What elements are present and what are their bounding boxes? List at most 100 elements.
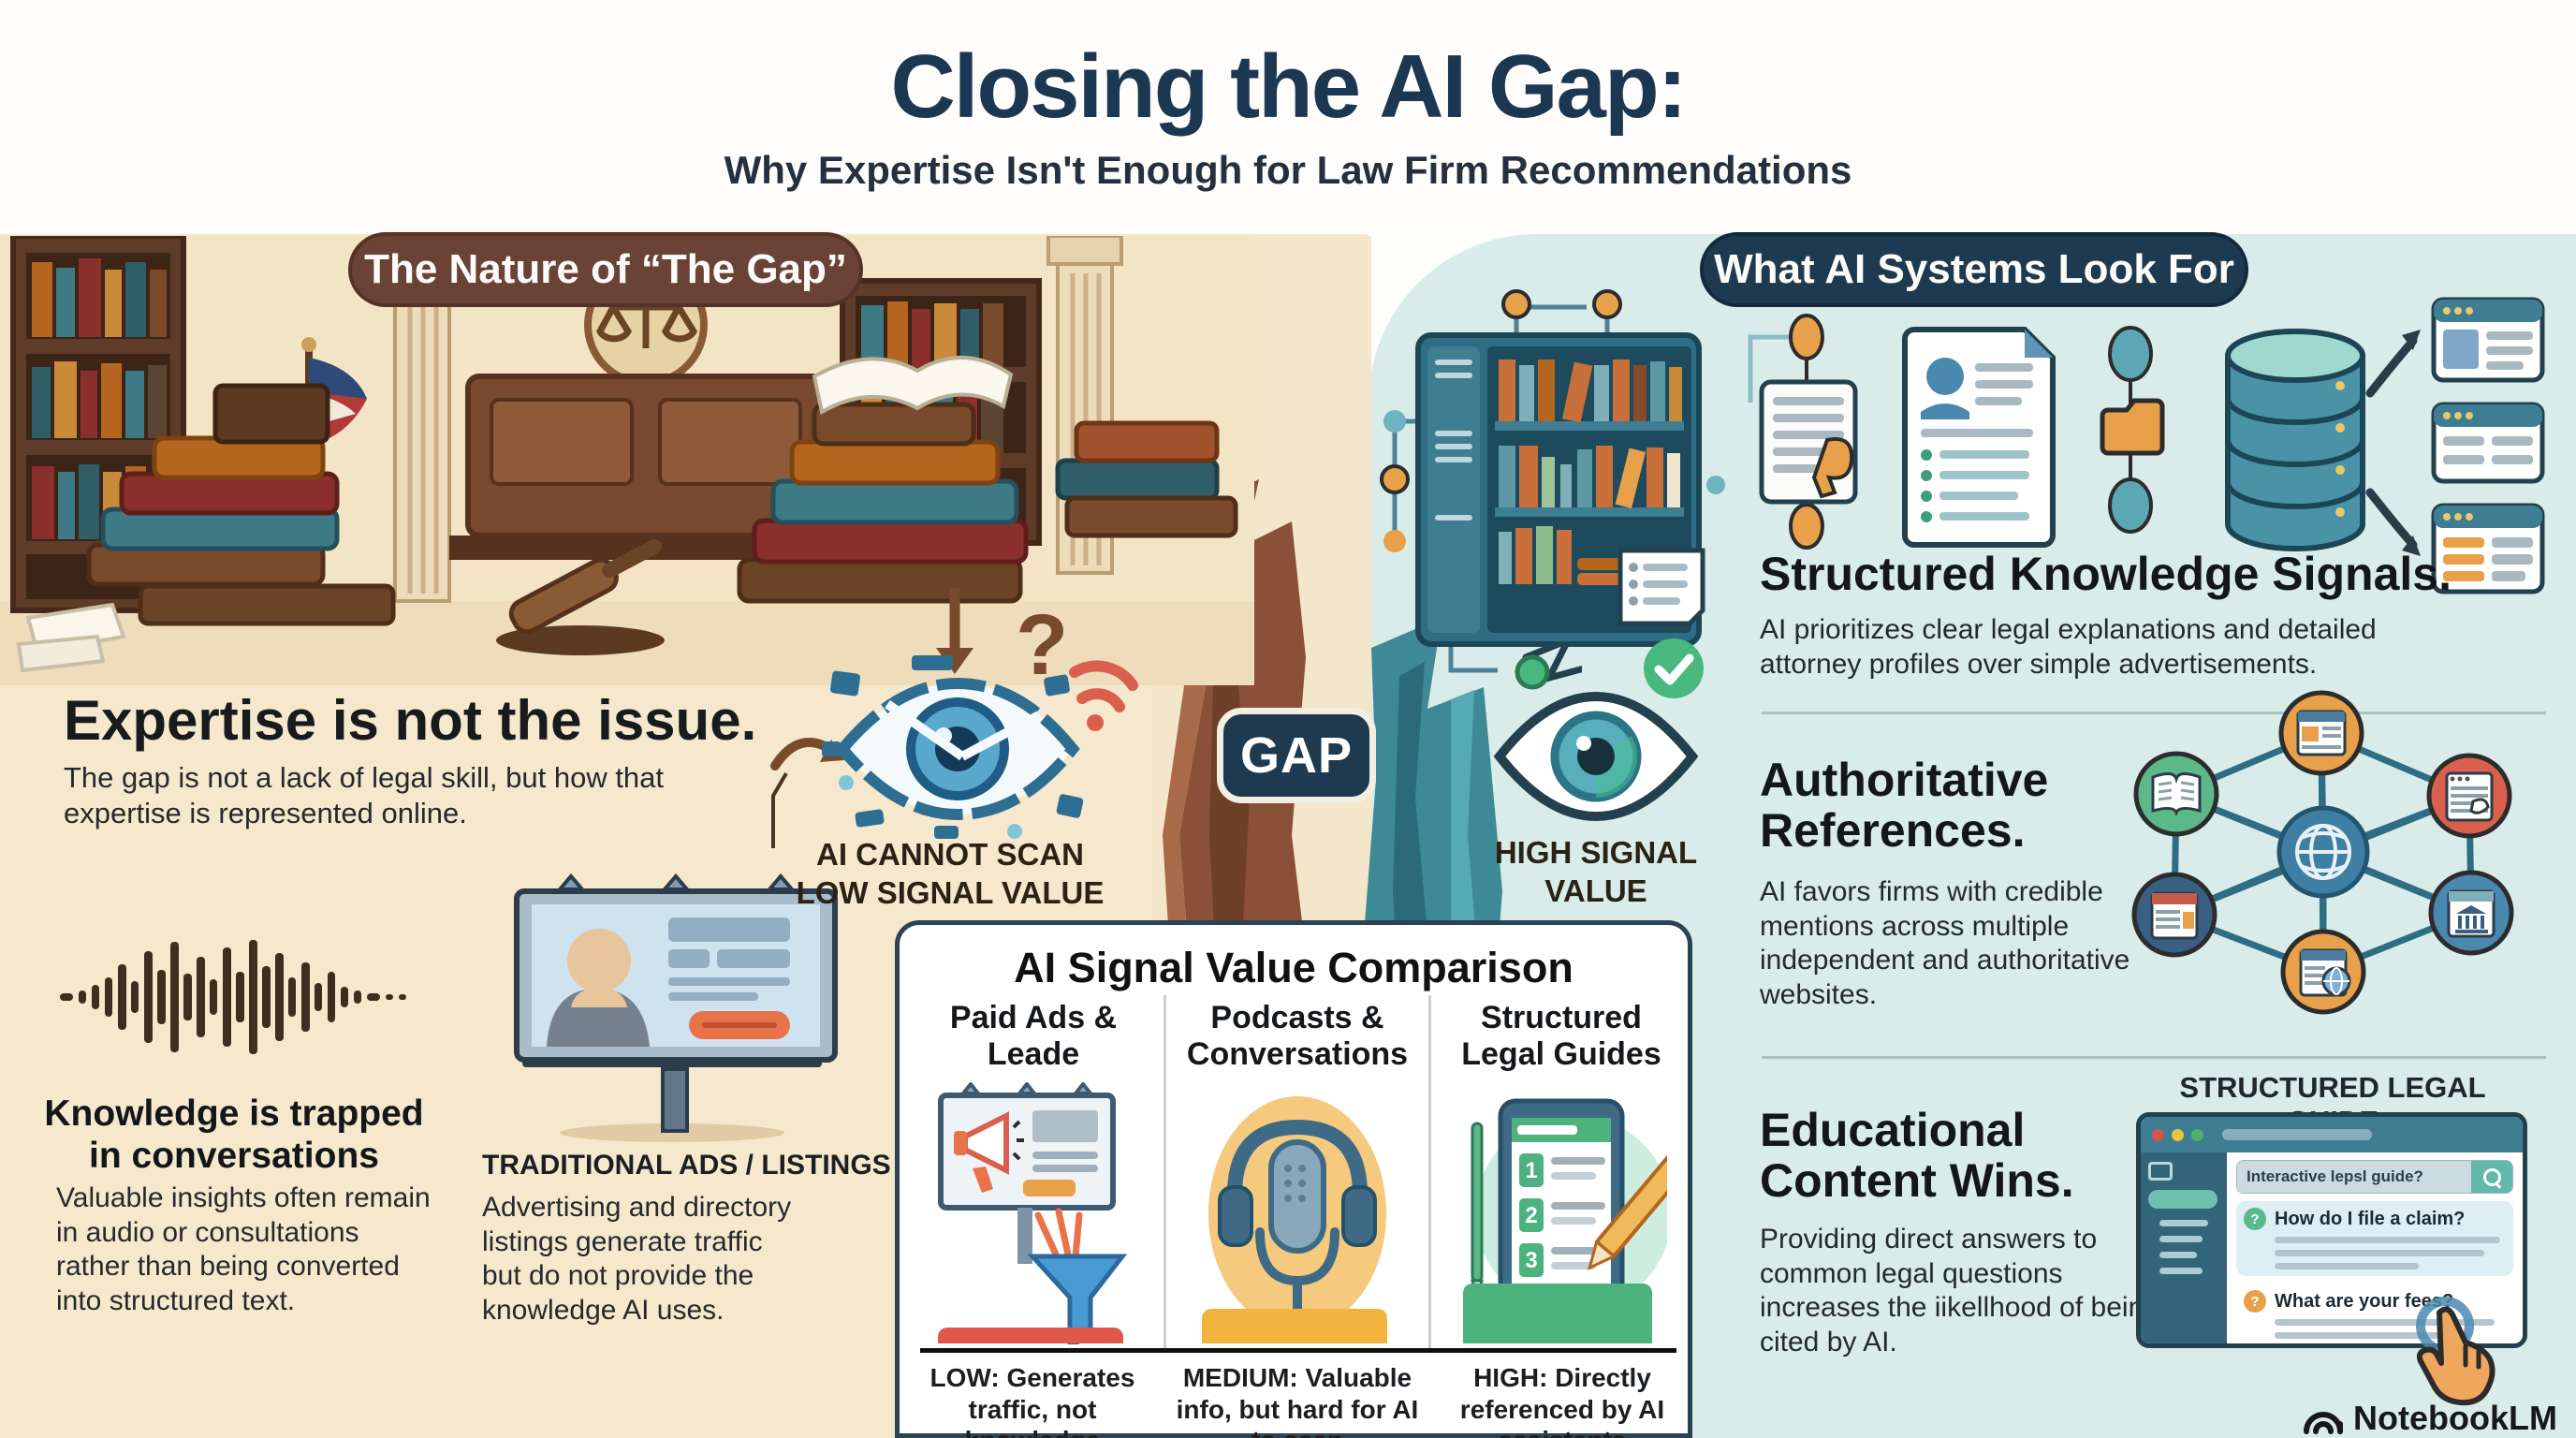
bar-label-medium: MEDIUM: Valuable info, but hard for AI t… bbox=[1176, 1363, 1419, 1438]
network-node-book bbox=[2133, 751, 2219, 837]
cannot-scan-line2: LOW SIGNAL VALUE bbox=[796, 875, 1105, 911]
browser-titlebar bbox=[2141, 1117, 2523, 1152]
knowledge-body: Valuable insights often remain in audio … bbox=[56, 1182, 431, 1316]
answer-line bbox=[2275, 1319, 2496, 1326]
network-node-webglobe bbox=[2280, 929, 2366, 1015]
note-popup-icon bbox=[1617, 548, 1705, 626]
column-divider bbox=[1164, 995, 1166, 1349]
soundwave-icon bbox=[60, 940, 406, 1054]
answer-line bbox=[2275, 1332, 2469, 1339]
book-stack-left bbox=[16, 383, 396, 673]
column-divider bbox=[1428, 995, 1431, 1349]
billboard-illustration bbox=[514, 873, 838, 1142]
comparison-title: AI Signal Value Comparison bbox=[1014, 944, 1573, 991]
legal-guide-tablet-icon: 1 2 3 bbox=[1471, 1098, 1667, 1319]
signals-body: AI prioritizes clear legal explanations … bbox=[1760, 614, 2377, 680]
column-header-guides: Structured Legal Guides bbox=[1461, 1000, 1661, 1073]
sidebar-line bbox=[2159, 1252, 2197, 1258]
network-node-institution bbox=[2428, 870, 2514, 956]
answer-line bbox=[2275, 1237, 2500, 1243]
gavel-icon bbox=[496, 538, 665, 655]
sidebar-line bbox=[2159, 1268, 2203, 1274]
paid-ads-icon bbox=[938, 1082, 1128, 1344]
knowledge-flow-illustration bbox=[1748, 297, 2545, 594]
sidebar-line bbox=[2159, 1220, 2208, 1226]
network-node-webpage bbox=[2278, 690, 2364, 776]
answer-line bbox=[2275, 1263, 2419, 1269]
ads-heading: TRADITIONAL ADS / LISTINGS bbox=[482, 1150, 891, 1181]
high-signal-caption: HIGH SIGNAL VALUE bbox=[1479, 833, 1713, 911]
podcast-mic-icon bbox=[1208, 1096, 1386, 1330]
cannot-scan-caption: AI CANNOT SCAN LOW SIGNAL VALUE bbox=[768, 835, 1133, 913]
left-badge-label: The Nature of “The Gap” bbox=[364, 246, 847, 292]
notebooklm-logo-icon bbox=[2304, 1412, 2344, 1434]
traffic-dot-red bbox=[2152, 1128, 2164, 1141]
magnifier-icon bbox=[2482, 1167, 2501, 1186]
bar-low bbox=[938, 1328, 1123, 1343]
digital-bookshelf-illustration bbox=[1380, 289, 1725, 690]
attorney-profile-icon bbox=[1902, 327, 2056, 548]
top-band bbox=[0, 0, 2576, 236]
gap-sign: GAP bbox=[1217, 708, 1376, 803]
sidebar-line bbox=[2159, 1236, 2203, 1242]
guide-search-text: Interactive lepsl guide? bbox=[2237, 1161, 2471, 1193]
expertise-heading: Expertise is not the issue. bbox=[64, 689, 757, 752]
notebooklm-brand: NotebookLM bbox=[2265, 1399, 2557, 1438]
ai-broken-eye-icon bbox=[822, 655, 1084, 839]
flow-nodes-icon bbox=[2100, 326, 2165, 534]
bar-baseline bbox=[920, 1348, 1676, 1353]
high-signal-line1: HIGH SIGNAL bbox=[1494, 835, 1698, 870]
svg-text:3: 3 bbox=[1525, 1248, 1537, 1273]
question-circle-icon: ? bbox=[2244, 1290, 2266, 1313]
guide-search-button bbox=[2471, 1161, 2512, 1193]
signal-wifi-icon bbox=[1069, 660, 1138, 731]
page-title: Closing the AI Gap: bbox=[890, 37, 1687, 137]
cannot-scan-line1: AI CANNOT SCAN bbox=[816, 837, 1084, 872]
references-body: AI favors firms with credible mentions a… bbox=[1760, 876, 2130, 1010]
chat-icon bbox=[2148, 1162, 2173, 1181]
book-stack-right bbox=[737, 355, 1238, 604]
bar-label-high: HIGH: Directly referenced by AI assistan… bbox=[1459, 1363, 1665, 1438]
database-icon bbox=[2225, 329, 2365, 551]
network-node-news bbox=[2131, 872, 2217, 958]
ai-healthy-eye-icon bbox=[1493, 691, 1699, 822]
educational-heading: Educational Content Wins. bbox=[1760, 1104, 2074, 1207]
browser-content: Interactive lepsl guide? ? How do I file… bbox=[2227, 1152, 2523, 1343]
right-badge-label: What AI Systems Look For bbox=[1714, 246, 2234, 292]
bar-high bbox=[1463, 1284, 1652, 1343]
notebooklm-brand-label: NotebookLM bbox=[2353, 1399, 2557, 1437]
question-circle-icon: ? bbox=[2244, 1208, 2266, 1230]
traffic-dot-green bbox=[2191, 1128, 2203, 1141]
column-header-podcasts: Podcasts & Conversations bbox=[1186, 1000, 1409, 1073]
guide-search-bar: Interactive lepsl guide? bbox=[2236, 1160, 2513, 1194]
document-cursor-icon bbox=[1759, 379, 1858, 505]
answer-line bbox=[2275, 1250, 2484, 1256]
funnel-icon bbox=[1027, 1208, 1128, 1344]
bar-label-low: LOW: Generates traffic, not knowledge bbox=[929, 1363, 1135, 1438]
high-signal-line2: VALUE bbox=[1544, 873, 1647, 909]
browser-card-icon bbox=[2431, 297, 2545, 383]
page-subtitle: Why Expertise Isn't Enough for Law Firm … bbox=[724, 148, 1852, 192]
knowledge-heading: Knowledge is trapped in conversations bbox=[44, 1093, 424, 1176]
guide-question-block: ? What are your fees? bbox=[2236, 1284, 2513, 1343]
guide-question2: What are your fees? bbox=[2275, 1290, 2454, 1312]
svg-text:2: 2 bbox=[1525, 1203, 1537, 1228]
green-check-icon bbox=[1644, 638, 1704, 698]
left-section-badge: The Nature of “The Gap” bbox=[348, 232, 863, 307]
address-bar-placeholder bbox=[2222, 1129, 2372, 1140]
sidebar-active-pill bbox=[2148, 1190, 2217, 1209]
judge-bench bbox=[449, 263, 842, 560]
ads-body: Advertising and directory listings gener… bbox=[482, 1192, 792, 1326]
gap-label: GAP bbox=[1239, 727, 1354, 784]
bar-medium bbox=[1202, 1309, 1387, 1343]
network-node-article bbox=[2426, 753, 2512, 839]
guide-question-block: ? How do I file a claim? bbox=[2236, 1201, 2513, 1276]
references-heading: Authoritative References. bbox=[1760, 754, 2049, 857]
broken-eye-annotations: ? bbox=[770, 588, 1138, 848]
browser-card-icon bbox=[2431, 402, 2545, 484]
browser-sidebar bbox=[2141, 1152, 2227, 1343]
hand-cursor-icon bbox=[2416, 1297, 2496, 1406]
divider-line bbox=[1762, 1056, 2546, 1059]
expertise-body: The gap is not a lack of legal skill, bu… bbox=[64, 761, 665, 829]
